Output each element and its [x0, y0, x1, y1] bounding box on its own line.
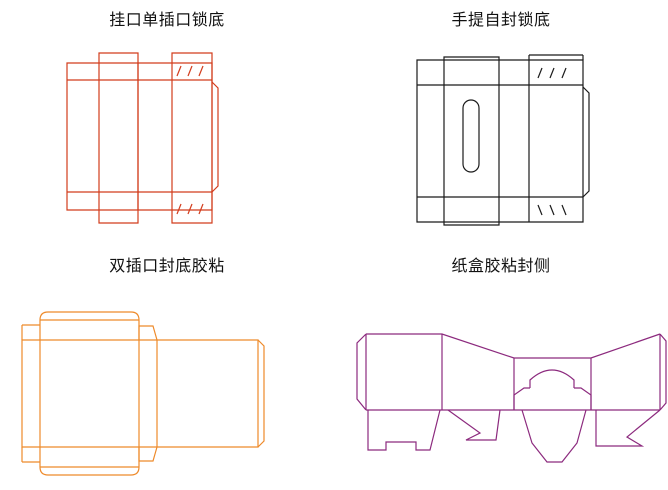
dieline-hang-tab-single-tuck [67, 53, 218, 223]
dieline-handle-self-seal [417, 55, 589, 225]
caption-handle-self-seal-lock-bottom: 手提自封锁底 [451, 10, 551, 29]
caption-glued-side-seal-box: 纸盒胶粘封侧 [451, 256, 551, 275]
dieline-glued-side-seal [357, 334, 666, 462]
dieline-double-tuck-glued [22, 312, 264, 475]
caption-double-tuck-glued-bottom: 双插口封底胶粘 [109, 256, 225, 275]
caption-hang-tab-single-tuck-lock-bottom: 挂口单插口锁底 [109, 10, 225, 29]
